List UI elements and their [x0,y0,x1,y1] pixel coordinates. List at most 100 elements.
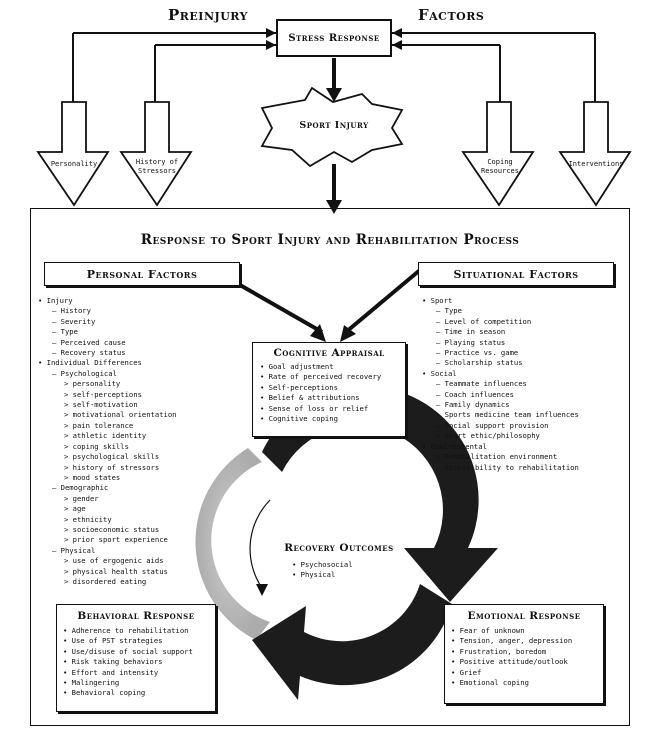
interventions-label: Interventions [568,160,624,168]
cognitive-appraisal-title: Cognitive Appraisal [273,347,385,359]
behavioral-response-title: Behavioral Response [77,610,195,622]
injury-to-process-head [326,200,342,214]
emotional-response-list: Fear of unknown Tension, anger, depressi… [451,626,603,688]
list-item: mood states [38,473,248,483]
list-item: Use/disuse of social support [63,647,215,657]
list-item: Effort and intensity [63,668,215,678]
stress-response-label: Stress Response [288,32,380,44]
list-item: History [38,306,248,316]
list-item: coping skills [38,442,248,452]
list-item: Risk taking behaviors [63,657,215,667]
list-item: Sport [422,296,627,306]
stress-response-box: Stress Response [276,19,392,57]
list-item: Time in season [422,327,627,337]
list-item: prior sport experience [38,535,248,545]
situational-to-cognitive-head [340,325,356,342]
list-item: Physical [38,546,248,556]
list-item: Belief & attributions [260,393,405,403]
list-item: Rate of perceived recovery [260,372,405,382]
recovery-outcomes-list: Psychosocial Physical [292,560,353,581]
list-item: Adherence to rehabilitation [63,626,215,636]
list-item: Psychological [38,369,248,379]
process-frame [30,208,630,726]
factor-arrows [36,101,632,207]
list-item: Sense of loss or relief [260,404,405,414]
list-item: Playing status [422,338,627,348]
list-item: Coach influences [422,390,627,400]
cognitive-appraisal-box: Cognitive Appraisal Goal adjustment Rate… [252,342,406,437]
sport-injury-burst [260,86,404,168]
personal-factors-box: Personal Factors [44,262,240,286]
list-item: Goal adjustment [260,362,405,372]
list-item: Behavioral coping [63,688,215,698]
list-item: Type [38,327,248,337]
list-item: use of ergogenic aids [38,556,248,566]
list-item: Accessibility to rehabilitation [422,463,627,473]
list-item: Level of competition [422,317,627,327]
list-item: Sports medicine team influences [422,410,627,420]
list-item: Demographic [38,483,248,493]
list-item: Practice vs. game [422,348,627,358]
emotional-response-box: Emotional Response Fear of unknown Tensi… [444,604,604,704]
list-item: Perceived cause [38,338,248,348]
list-item: Malingering [63,678,215,688]
list-item: physical health status [38,567,248,577]
list-item: self-motivation [38,400,248,410]
list-item: psychological skills [38,452,248,462]
stress-to-injury-head [326,88,342,102]
list-item: Fear of unknown [451,626,603,636]
emotional-response-title: Emotional Response [467,610,581,622]
list-item: history of stressors [38,463,248,473]
list-item: Rehabilitation environment [422,452,627,462]
list-item: ethnicity [38,515,248,525]
list-item: athletic identity [38,431,248,441]
situational-to-cognitive-line [344,268,422,334]
situational-factors-title: Situational Factors [453,267,579,281]
list-item: gender [38,494,248,504]
list-item: Scholarship status [422,358,627,368]
list-item: personality [38,379,248,389]
personal-to-cognitive-line [239,283,323,334]
personal-factors-title: Personal Factors [86,267,198,281]
list-item: Use of PST strategies [63,636,215,646]
cognitive-appraisal-list: Goal adjustment Rate of perceived recove… [260,362,405,424]
coping-resources-label: Coping Resources [481,158,519,175]
list-item: pain tolerance [38,421,248,431]
personal-factors-list: Injury History Severity Type Perceived c… [38,296,248,587]
list-item: Frustration, boredom [451,647,603,657]
list-item: Teammate influences [422,379,627,389]
stress-arrowheads [266,28,402,50]
sport-injury-label: Sport Injury [299,120,369,131]
list-item: self-perceptions [38,390,248,400]
personal-to-cognitive-head [310,324,326,342]
list-item: Emotional coping [451,678,603,688]
list-item: age [38,504,248,514]
list-item: Psychosocial [292,560,353,570]
list-item: Type [422,306,627,316]
list-item: Positive attitude/outlook [451,657,603,667]
list-item: Physical [292,570,353,580]
list-item: Cognitive coping [260,414,405,424]
list-item: Environmental [422,442,627,452]
list-item: Injury [38,296,248,306]
list-item: Individual Differences [38,358,248,368]
behavioral-response-list: Adherence to rehabilitation Use of PST s… [63,626,215,699]
list-item: socioeconomic status [38,525,248,535]
factors-label: Factors [418,6,485,24]
list-item: Recovery status [38,348,248,358]
list-item: Family dynamics [422,400,627,410]
list-item: Social support provision [422,421,627,431]
stress-branch-lines [72,32,596,102]
list-item: Tension, anger, depression [451,636,603,646]
list-item: Severity [38,317,248,327]
list-item: disordered eating [38,577,248,587]
situational-factors-list: Sport Type Level of competition Time in … [422,296,627,473]
situational-factors-box: Situational Factors [418,262,614,286]
list-item: Social [422,369,627,379]
main-title: Response to Sport Injury and Rehabilitat… [140,232,520,248]
personality-label: Personality [50,160,98,168]
list-item: Grief [451,668,603,678]
list-item: Sport ethic/philosophy [422,431,627,441]
history-of-stressors-label: History of Stressors [135,158,179,175]
recovery-outcomes-title: Recovery Outcomes [284,542,394,554]
